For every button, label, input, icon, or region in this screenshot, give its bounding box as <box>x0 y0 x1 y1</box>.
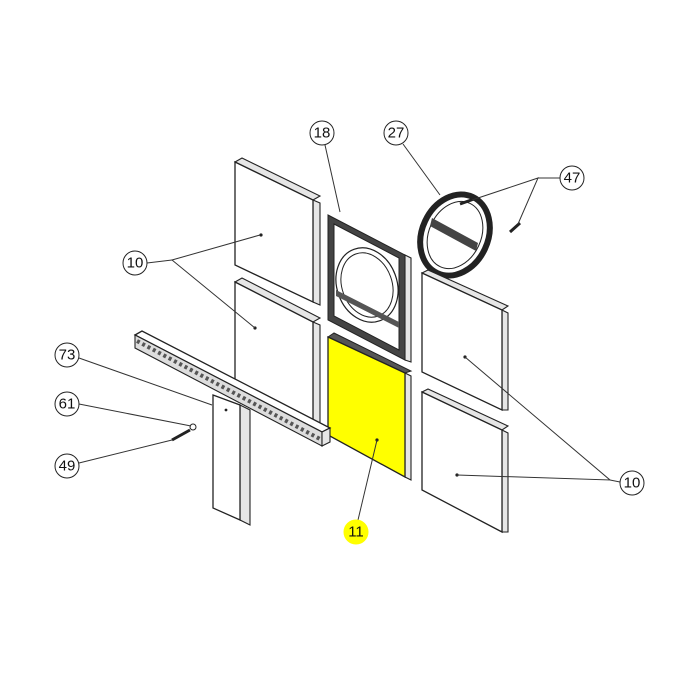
ring-27[interactable] <box>407 183 502 287</box>
callout-47[interactable]: 47 <box>559 165 585 191</box>
callout-label: 73 <box>59 347 76 364</box>
callout-27[interactable]: 27 <box>383 120 409 146</box>
leader-lines <box>78 143 621 521</box>
bar-73[interactable] <box>133 330 332 447</box>
callout-18[interactable]: 18 <box>309 120 335 146</box>
panel-10-upper-left[interactable] <box>233 157 322 306</box>
callout-61[interactable]: 61 <box>54 391 80 417</box>
callout-label: 47 <box>564 170 581 187</box>
callout-label: 18 <box>314 125 331 142</box>
callout-49[interactable]: 49 <box>54 453 80 479</box>
callout-10-left[interactable]: 10 <box>122 250 148 276</box>
callout-10-right[interactable]: 10 <box>619 470 645 496</box>
frame-18[interactable] <box>326 214 412 363</box>
callout-11-highlighted[interactable]: 11 <box>343 519 369 545</box>
bolt-49[interactable] <box>171 423 197 442</box>
callout-73[interactable]: 73 <box>54 342 80 368</box>
callout-label: 49 <box>59 458 76 475</box>
callout-label: 10 <box>127 255 144 272</box>
panel-11-highlighted[interactable] <box>326 332 413 481</box>
callout-label: 27 <box>388 125 405 142</box>
screws-47[interactable] <box>459 197 522 234</box>
callout-label: 11 <box>348 524 364 541</box>
post-61[interactable] <box>212 394 251 526</box>
callout-label: 10 <box>624 475 641 492</box>
panel-10-upper-right[interactable] <box>420 269 510 412</box>
callout-label: 61 <box>59 396 76 413</box>
panel-10-lower-right[interactable] <box>420 388 510 534</box>
